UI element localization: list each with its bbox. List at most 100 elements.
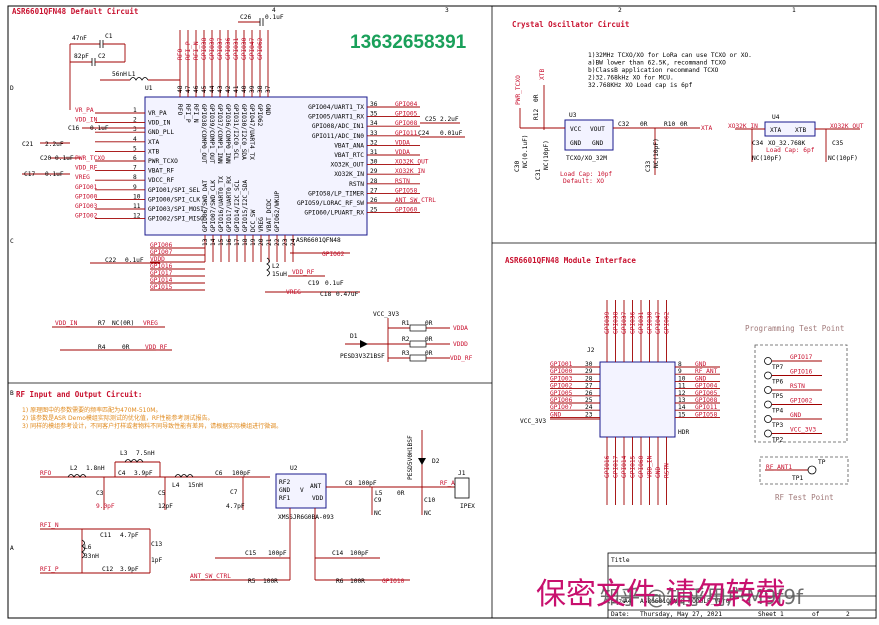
module-right-net: GPIO58 [695,411,718,418]
u1-right-pin-num: 36 [370,101,378,108]
u1-bottom-left-net: GPIO06 [150,242,173,249]
svg-text:C8: C8 [345,480,353,487]
module-right-pin-num: 15 [678,411,686,418]
u1-bottom-pin-label: GPIO07/SWD_CLK [210,180,217,232]
grid-row-a: A [10,545,14,552]
module-left-pin-num: 24 [585,404,593,411]
u1-name: ASR6601QFN48 [296,237,341,244]
c25-cap: C25 2.2uF [420,116,460,124]
rfo-net: RFO [40,470,51,477]
prog-test-points: TP7GPIO17TP6GPIO16TP5RSTNTP4GPIO02TP3GND… [764,354,822,444]
svg-text:2: 2 [846,611,850,618]
module-bottom-net: GPIO17 [613,455,620,478]
j1-type: IPEX [460,503,475,510]
xo32k-out-net: XO32K_OUT [815,123,864,130]
svg-text:3.9pF: 3.9pF [120,566,139,573]
svg-text:0R: 0R [533,94,540,102]
module-right-net: RF_ANT [695,368,718,375]
u3-pin-vout: VOUT [590,126,605,133]
vdd-rf-net: VDD_RF [288,269,325,277]
svg-text:C22: C22 [105,257,116,264]
u1-left-net: GPIO01 [75,184,98,191]
svg-text:4.7pF: 4.7pF [120,532,139,539]
svg-text:VREG: VREG [286,289,301,296]
svg-text:0R: 0R [425,320,433,327]
svg-text:1: 1 [780,611,784,618]
module-right-pin-num: 10 [678,375,686,382]
module-top-net: GPIO39 [604,311,611,334]
module-top-net: GPIO38 [613,311,620,334]
u3-pin-gnd2: GND [592,140,603,147]
u1-top-pin-num: 41 [233,85,240,93]
u1-right-pin-num: 29 [370,168,378,175]
grid-col-4: 4 [272,7,276,14]
u1-bottom-pin-num: 22 [274,238,281,246]
rf-io-title: RF Input and Output Circuit: [16,390,142,399]
test-point-net: GPIO17 [790,354,813,361]
module-right-pin-num: 11 [678,383,686,390]
u2-pin-ant: ANT [310,483,321,490]
grid-col-1: 1 [792,7,796,14]
u1-top-pin-label: RFI_N [192,104,199,123]
test-point-net: RSTN [790,383,805,390]
rf-test-box [759,456,849,485]
u1-top-pin-label: RFO [176,104,183,115]
u1-top-pins: 48RFORFO47RFI_PRFI_P46RFI_NRFI_N45GPIO38… [176,30,272,164]
j1-ref: J1 [458,470,466,477]
u2-ref: U2 [290,465,298,472]
rf-ant-net: RF_ANT [440,480,463,487]
u1-left-pin-label: GPIO01/SPI_SEL [148,187,200,194]
c6-rf-cap: C6 100pF [215,470,251,477]
svg-text:C20: C20 [40,155,51,162]
u1-right-net: GPIO60 [395,207,418,214]
svg-text:VDD_IN: VDD_IN [55,320,78,327]
grid-col-2: 2 [618,7,622,14]
svg-text:Date:: Date: [611,611,630,618]
rfi-n-net: RFI_N [40,522,59,529]
svg-text:VDDD: VDDD [453,341,468,348]
u1-bottom-pin-label: GPIO06/SWD_DAT [202,180,209,232]
svg-text:NC(10pF): NC(10pF) [543,140,550,170]
u1-left-net: VDD_IN [75,117,98,124]
svg-text:VDD_RF: VDD_RF [145,344,168,351]
u1-top-pin-num: 46 [193,85,200,93]
test-point-ref: TP3 [772,422,783,429]
svg-text:PESD5V0H1BSF: PESD5V0H1BSF [407,435,414,480]
test-point-ref: TP6 [772,379,783,386]
svg-text:C26: C26 [240,14,251,21]
u1-left-pin-num: 3 [133,126,137,133]
c9-rf-cap: C9 NC [371,487,382,517]
rf-notes: 1) 原理图中的参数需要的频率匹配为470M-510M。2) 该参数是ASR D… [22,406,282,430]
svg-text:100pF: 100pF [268,550,287,557]
u1-bottom-left-net: GPIO16 [150,263,173,270]
module-bottom-net: RSTN [664,463,671,478]
u1-right-pin-label: GPIO11/ADC_IN0 [312,133,364,140]
test-point-ref: TP7 [772,364,783,371]
svg-text:C11: C11 [100,532,111,539]
u1-left-pin-label: VR_PA [148,110,167,117]
u1-right-net: RSTN [395,178,410,185]
phone-number: 13632658391 [350,32,467,53]
svg-text:C31: C31 [535,169,542,180]
u1-right-pin-num: 35 [370,111,378,118]
crystal-note-line: b)ClassB application recommand TCXO [588,67,719,74]
r5-resistor: R5 100R [248,578,278,585]
test-point-net: VCC_3V3 [790,427,816,434]
u1-top-pin-label: GPIO31/I2C0_SCL [232,104,239,160]
svg-text:R1: R1 [402,320,410,327]
svg-text:C32: C32 [618,121,629,128]
u1-left-pin-label: PWR_TCXO [148,158,178,165]
crystal-note-line: 1)32MHz TCXO/XO for LoRa can use TCXO or… [588,52,752,59]
u2-rf-switch [275,473,327,509]
module-right-pin-num: 9 [678,368,682,375]
u1-right-pin-label: XO32K_IN [334,171,364,178]
test-point-net: GND [790,412,801,419]
u1-top-pin-label: GND [264,104,271,115]
u4-name: XO_32.768K [768,140,806,147]
svg-text:0.1uF: 0.1uF [265,14,284,21]
u3-pin-vcc: VCC [570,126,581,133]
u1-bottom-pin-num: 13 [202,238,209,246]
u2-pin-rf1: RF1 [279,495,290,502]
u1-top-pin-label: GPIO39/COMP1_OUT [208,104,215,164]
u1-top-pin-label: GPIO37/COMP1_INN [216,104,223,164]
